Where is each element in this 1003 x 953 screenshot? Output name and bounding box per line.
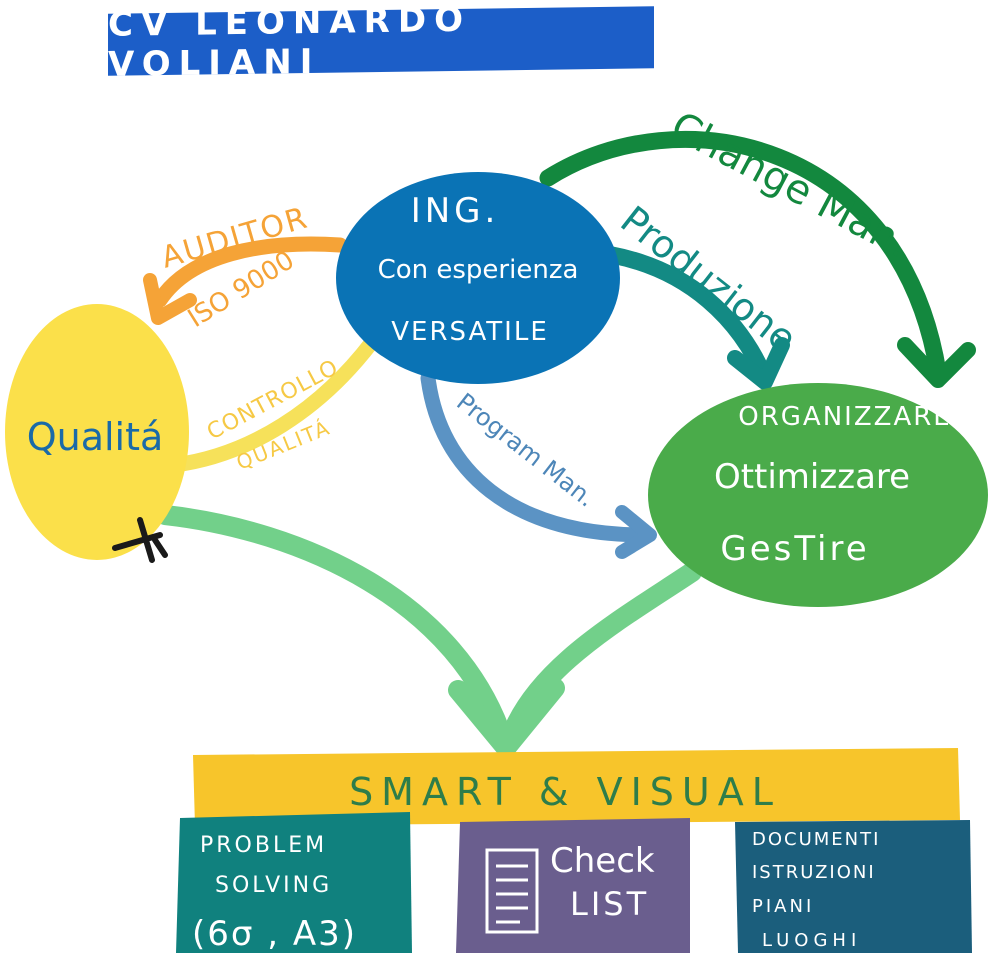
program-man-arrow: [420, 370, 653, 543]
qualita-label: Qualitá: [27, 415, 164, 459]
problem-solving-box: [176, 812, 412, 953]
documenti-box: [735, 820, 972, 953]
scribble-mark: [112, 517, 168, 563]
produzione-label: Produzione: [612, 197, 804, 361]
change-man-arrow: [539, 131, 947, 381]
produzione-arrow: [603, 246, 774, 387]
problem-line3: (6σ , A3): [192, 914, 357, 953]
converge-arrowhead: [448, 678, 565, 758]
problem-line2: SOLVING: [215, 873, 332, 898]
qualita-to-smart-arrow: [155, 505, 515, 755]
smart-visual-label: SMART & VISUAL: [349, 770, 781, 814]
ing-line3: VERSATILE: [391, 317, 549, 347]
organizzare-node: [648, 383, 988, 607]
title-banner: CV LEONARDO VOLIANI: [108, 0, 654, 85]
check-line2: LIST: [570, 885, 649, 923]
documenti-line4: LUOGHI: [762, 930, 861, 951]
documenti-line3: PIANI: [752, 896, 814, 917]
documenti-line2: ISTRUZIONI: [752, 862, 876, 883]
program-man-label: Program Man.: [451, 388, 600, 513]
auditor-arrowhead: [143, 273, 197, 325]
controllo-arrow: [167, 334, 380, 473]
organizzare-line2: Ottimizzare: [714, 457, 910, 497]
change-man-arrowhead: [897, 337, 976, 388]
check-list-box: [456, 818, 690, 953]
qualita-node: [5, 304, 189, 560]
smart-visual-bar: [193, 748, 960, 826]
checklist-icon: [485, 848, 539, 934]
auditor-arrow: [152, 236, 348, 308]
change-man-label: Change Man.: [663, 103, 917, 267]
problem-line1: PROBLEM: [200, 833, 327, 858]
organizzare-line1: ORGANIZZARE: [738, 402, 951, 432]
produzione-arrowhead: [727, 337, 790, 390]
ing-line2: Con esperienza: [378, 255, 579, 285]
ing-line1: ING.: [411, 191, 500, 231]
check-line1: Check: [550, 841, 655, 881]
ing-node: [336, 172, 620, 384]
program-man-arrowhead: [615, 505, 657, 559]
organizzare-line3: GesTire: [720, 529, 869, 569]
documenti-line1: DOCUMENTI: [752, 829, 880, 850]
page-title: CV LEONARDO VOLIANI: [108, 0, 471, 85]
